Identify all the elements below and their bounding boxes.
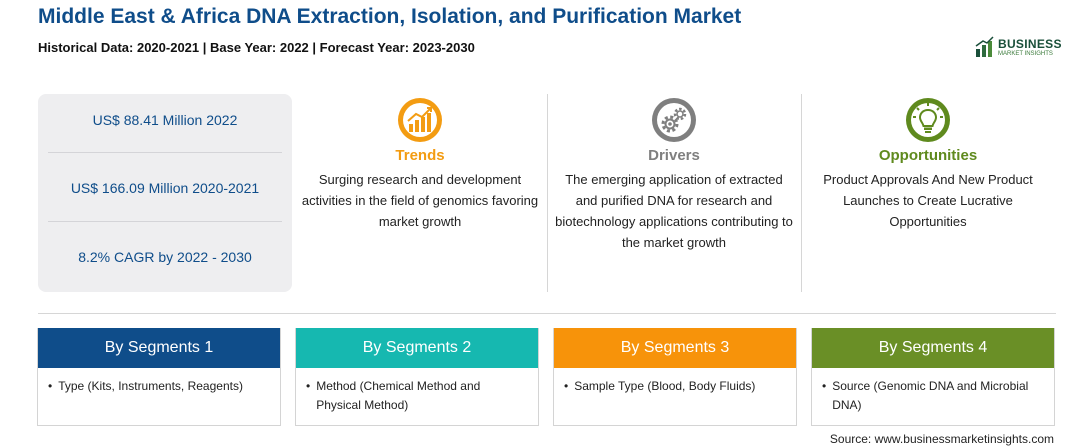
- column-divider: [801, 94, 802, 292]
- segment-card-4: By Segments 4 • Source (Genomic DNA and …: [811, 328, 1055, 426]
- bullet-icon: •: [822, 379, 827, 393]
- segment-4-title: By Segments 4: [812, 328, 1054, 368]
- segment-4-item: • Source (Genomic DNA and Microbial DNA): [812, 368, 1054, 415]
- stat-cagr: 8.2% CAGR by 2022 - 2030: [78, 249, 252, 265]
- bullet-icon: •: [48, 379, 53, 393]
- bullet-icon: •: [306, 379, 311, 393]
- segment-3-item: • Sample Type (Blood, Body Fluids): [554, 368, 796, 396]
- segment-3-title: By Segments 3: [554, 328, 796, 368]
- stats-panel: US$ 88.41 Million 2022 US$ 166.09 Millio…: [38, 94, 292, 292]
- stat-divider: [48, 152, 282, 153]
- gears-icon: [652, 98, 696, 142]
- segment-1-item-text: Type (Kits, Instruments, Reagents): [58, 379, 243, 393]
- logo-sub-text: MARKET INSIGHTS: [998, 50, 1053, 57]
- segment-2-title: By Segments 2: [296, 328, 538, 368]
- stat-divider: [48, 221, 282, 222]
- segment-4-item-text: Source (Genomic DNA and Microbial DNA): [832, 379, 1029, 412]
- trends-column: Trends Surging research and development …: [295, 94, 545, 232]
- segment-1-item: • Type (Kits, Instruments, Reagents): [38, 368, 280, 396]
- segment-2-item: • Method (Chemical Method and Physical M…: [296, 368, 538, 415]
- segment-3-item-text: Sample Type (Blood, Body Fluids): [574, 379, 756, 393]
- drivers-heading: Drivers: [648, 147, 700, 164]
- drivers-column: Drivers The emerging application of extr…: [549, 94, 799, 253]
- segment-card-1: By Segments 1 • Type (Kits, Instruments,…: [37, 328, 281, 426]
- opportunities-heading: Opportunities: [878, 147, 978, 164]
- segment-card-3: By Segments 3 • Sample Type (Blood, Body…: [553, 328, 797, 426]
- segment-card-2: By Segments 2 • Method (Chemical Method …: [295, 328, 539, 426]
- stat-historical-value: US$ 166.09 Million 2020-2021: [70, 180, 260, 196]
- growth-bars-logo-icon: [975, 36, 994, 57]
- trends-heading: Trends: [395, 147, 445, 164]
- page-subtitle: Historical Data: 2020-2021 | Base Year: …: [38, 40, 475, 55]
- stat-market-size: US$ 88.41 Million 2022: [92, 112, 238, 128]
- opportunities-column: Opportunities Product Approvals And New …: [803, 94, 1053, 232]
- segment-2-item-text: Method (Chemical Method and Physical Met…: [316, 379, 481, 412]
- segment-1-title: By Segments 1: [38, 328, 280, 368]
- source-link[interactable]: Source: www.businessmarketinsights.com: [829, 432, 1054, 446]
- trend-chart-icon: [398, 98, 442, 142]
- bullet-icon: •: [564, 379, 569, 393]
- lightbulb-icon: [906, 98, 950, 142]
- logo-main-text: BUSINESS: [998, 36, 1062, 51]
- column-divider: [547, 94, 548, 292]
- brand-logo: BUSINESS MARKET INSIGHTS: [975, 36, 1062, 58]
- page-title: Middle East & Africa DNA Extraction, Iso…: [38, 5, 742, 28]
- drivers-text: The emerging application of extracted an…: [555, 172, 793, 250]
- section-divider: [38, 313, 1056, 314]
- opportunities-text: Product Approvals And New Product Launch…: [823, 172, 1033, 229]
- trends-text: Surging research and development activit…: [301, 172, 539, 229]
